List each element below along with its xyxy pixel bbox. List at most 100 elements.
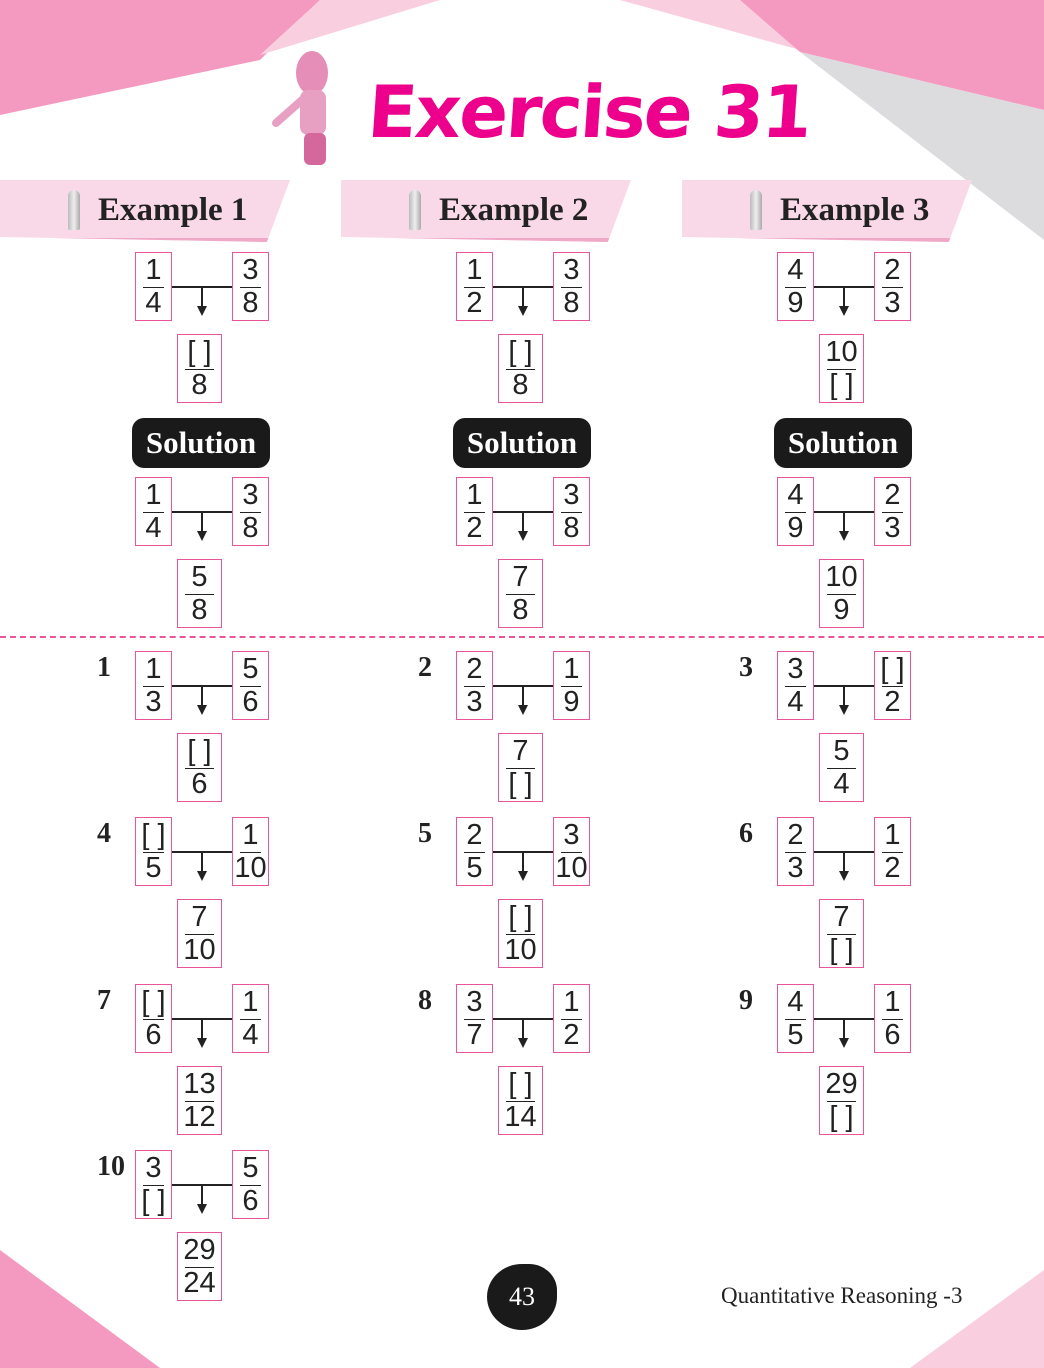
numerator: [ ] — [141, 819, 166, 851]
fraction-bar — [827, 593, 856, 595]
problem-number: 10 — [97, 1151, 125, 1182]
down-arrow-icon — [518, 705, 528, 715]
fraction-bar — [143, 511, 164, 513]
denominator: 8 — [512, 369, 529, 401]
numerator: 29 — [183, 1234, 216, 1266]
numerator: 5 — [242, 1152, 259, 1184]
problem-number: 5 — [418, 818, 432, 849]
denominator: [ ] — [829, 1101, 854, 1133]
fraction-bar — [882, 286, 903, 288]
result-fraction-box: [ ]10 — [498, 899, 543, 968]
result-fraction-box: 10[ ] — [819, 334, 864, 403]
denominator: [ ] — [141, 1185, 166, 1217]
denominator: [ ] — [508, 768, 533, 800]
denominator: 14 — [504, 1101, 537, 1133]
problem-number: 3 — [739, 652, 753, 683]
down-arrow-icon — [518, 531, 528, 541]
fraction-bar — [561, 286, 582, 288]
numerator: 1 — [145, 254, 162, 286]
fraction-bar — [785, 286, 806, 288]
fraction-bar — [882, 511, 903, 513]
numerator: 3 — [242, 254, 259, 286]
example-banner: Example 1 — [0, 180, 290, 242]
denominator: 9 — [787, 287, 804, 319]
book-title: Quantitative Reasoning -3 — [721, 1283, 963, 1308]
down-arrow-icon — [839, 871, 849, 881]
connector-stem — [843, 286, 845, 306]
denominator: 5 — [466, 852, 483, 884]
problem-number: 4 — [97, 818, 111, 849]
connector-stem — [201, 851, 203, 871]
numerator: 2 — [884, 254, 901, 286]
numerator: 1 — [563, 986, 580, 1018]
fraction-bar — [240, 286, 261, 288]
down-arrow-icon — [197, 871, 207, 881]
connector-stem — [201, 685, 203, 705]
fraction-bar — [785, 851, 806, 853]
numerator: 2 — [787, 819, 804, 851]
denominator: 5 — [787, 1019, 804, 1051]
fraction-bar — [143, 1018, 164, 1020]
fraction-bar — [827, 933, 856, 935]
numerator: [ ] — [141, 986, 166, 1018]
denominator: 5 — [145, 852, 162, 884]
fraction-bar — [464, 1018, 485, 1020]
down-arrow-icon — [839, 1038, 849, 1048]
down-arrow-icon — [197, 1204, 207, 1214]
problem-number: 9 — [739, 985, 753, 1016]
numerator: [ ] — [508, 1068, 533, 1100]
numerator: 1 — [242, 986, 259, 1018]
fraction-bar — [561, 851, 582, 853]
numerator: 10 — [825, 561, 858, 593]
numerator: [ ] — [508, 901, 533, 933]
left-fraction-box: [ ]5 — [135, 817, 172, 886]
fraction-bar — [827, 368, 856, 370]
denominator: 4 — [242, 1019, 259, 1051]
down-arrow-icon — [518, 871, 528, 881]
connector-stem — [843, 1018, 845, 1038]
solution-badge: Solution — [774, 418, 912, 468]
down-arrow-icon — [518, 1038, 528, 1048]
denominator: 10 — [183, 934, 216, 966]
fraction-bar — [143, 1184, 164, 1186]
down-arrow-icon — [839, 306, 849, 316]
result-fraction-box: 7[ ] — [498, 733, 543, 802]
denominator: 8 — [191, 594, 208, 626]
numerator: [ ] — [187, 735, 212, 767]
fraction-bar — [240, 851, 261, 853]
down-arrow-icon — [197, 1038, 207, 1048]
example-banner: Example 2 — [341, 180, 631, 242]
numerator: 1 — [563, 653, 580, 685]
down-arrow-icon — [518, 306, 528, 316]
denominator: 9 — [833, 594, 850, 626]
fraction-bar — [561, 1018, 582, 1020]
numerator: 1 — [884, 986, 901, 1018]
fraction-bar — [143, 286, 164, 288]
denominator: 3 — [145, 686, 162, 718]
fraction-bar — [506, 1100, 535, 1102]
fraction-bar — [240, 1018, 261, 1020]
fraction-bar — [561, 511, 582, 513]
numerator: 3 — [466, 986, 483, 1018]
denominator: 8 — [563, 287, 580, 319]
numerator: 3 — [787, 653, 804, 685]
fraction-bar — [464, 685, 485, 687]
example-banner: Example 3 — [682, 180, 972, 242]
fraction-bar — [185, 933, 214, 935]
fraction-bar — [882, 851, 903, 853]
numerator: 4 — [787, 254, 804, 286]
fraction-bar — [882, 685, 903, 687]
connector-stem — [201, 511, 203, 531]
solution-badge: Solution — [132, 418, 270, 468]
left-fraction-box: 3[ ] — [135, 1150, 172, 1219]
denominator: 24 — [183, 1267, 216, 1299]
